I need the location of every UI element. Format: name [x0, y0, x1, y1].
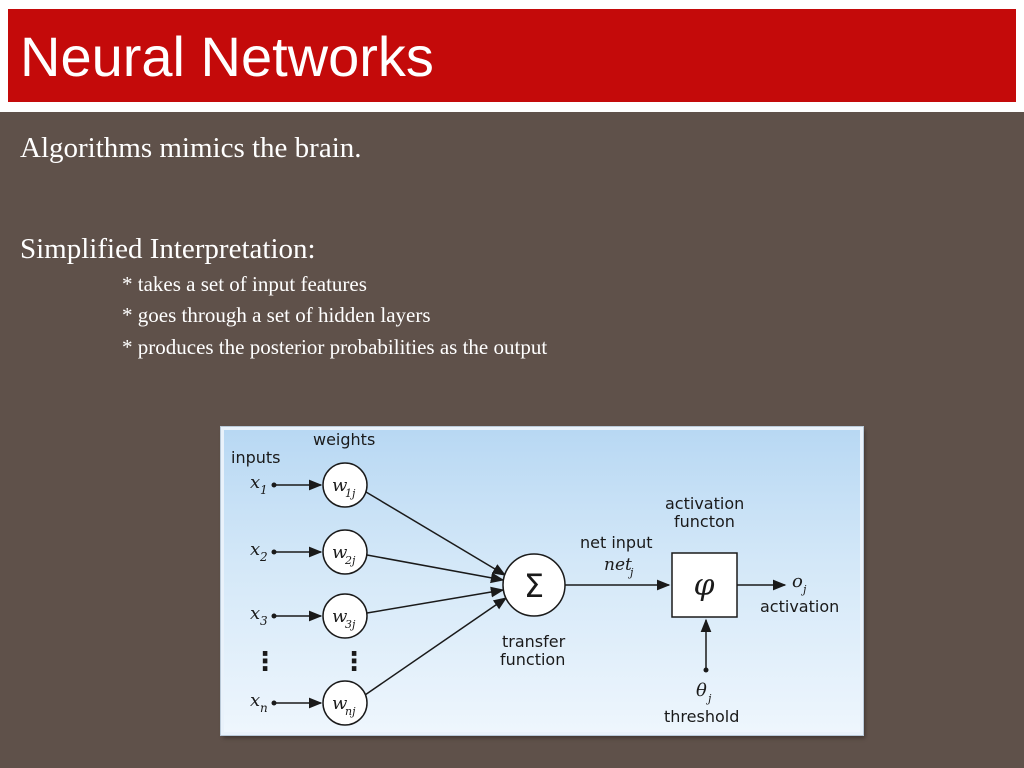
weight-node-w1j: w 1j	[322, 462, 368, 508]
activation-function-label: activation	[665, 494, 744, 513]
svg-text:x: x	[250, 472, 260, 493]
weight-node-w2j: w 2j	[322, 529, 368, 575]
weight-node-w3j: w 3j	[322, 593, 368, 639]
weights-label: weights	[313, 430, 375, 449]
weight-arrows	[364, 491, 508, 696]
bullet-item: * produces the posterior probabilities a…	[122, 335, 548, 359]
output-oj: o j	[792, 571, 807, 596]
transfer-function-label-2: function	[500, 650, 565, 669]
transfer-function-label: transfer	[502, 632, 566, 651]
weight-node-wnj: w nj	[322, 680, 368, 726]
svg-text:3: 3	[260, 614, 268, 628]
svg-text:nj: nj	[345, 705, 356, 718]
svg-text:x: x	[250, 539, 260, 560]
activation-label: activation	[760, 597, 839, 616]
subheading-text: Simplified Interpretation:	[20, 233, 316, 265]
svg-text:w: w	[332, 542, 348, 563]
threshold-label: threshold	[664, 707, 739, 726]
neuron-diagram: weights inputs x 1 x 2 x 3 x n ⋮ ⋮	[221, 427, 863, 735]
svg-text:j: j	[800, 583, 807, 596]
input-x3: x 3	[250, 603, 268, 628]
weights-ellipsis-icon: ⋮	[341, 647, 367, 677]
activation-function-label-2: functon	[674, 512, 735, 531]
bullet-item: * goes through a set of hidden layers	[122, 303, 431, 327]
title-banner: Neural Networks	[8, 9, 1016, 102]
bullet-item: * takes a set of input features	[122, 272, 367, 296]
svg-text:3j: 3j	[345, 618, 356, 631]
phi-icon: φ	[693, 568, 714, 603]
input-arrows	[271, 479, 323, 709]
svg-text:j: j	[705, 692, 712, 705]
svg-text:2j: 2j	[344, 554, 356, 567]
svg-text:n: n	[260, 701, 268, 715]
svg-text:x: x	[250, 603, 260, 624]
input-x1: x 1	[250, 472, 268, 497]
input-xn: x n	[250, 690, 268, 715]
slide-title: Neural Networks	[20, 25, 434, 88]
svg-text:x: x	[250, 690, 260, 711]
svg-text:1: 1	[260, 483, 268, 497]
sum-node: Σ	[502, 553, 566, 617]
svg-text:o: o	[792, 571, 803, 592]
svg-text:j: j	[627, 566, 634, 579]
svg-text:θ: θ	[696, 680, 707, 701]
svg-text:1j: 1j	[345, 487, 356, 500]
intro-text: Algorithms mimics the brain.	[20, 132, 362, 164]
net-input-label: net input	[580, 533, 653, 552]
svg-text:w: w	[332, 606, 348, 627]
svg-text:w: w	[332, 475, 348, 496]
svg-text:w: w	[332, 693, 348, 714]
svg-text:2: 2	[259, 550, 268, 564]
activation-node: φ	[671, 552, 738, 618]
neuron-diagram-svg: weights inputs x 1 x 2 x 3 x n ⋮ ⋮	[231, 430, 839, 726]
theta-j-symbol: θ j	[696, 680, 712, 705]
net-j-symbol: net j	[604, 555, 634, 579]
inputs-label: inputs	[231, 448, 281, 467]
title-bar: Neural Networks	[0, 0, 1024, 112]
sigma-icon: Σ	[524, 567, 544, 605]
svg-text:net: net	[604, 555, 632, 575]
input-x2: x 2	[250, 539, 268, 564]
inputs-ellipsis-icon: ⋮	[252, 647, 278, 677]
